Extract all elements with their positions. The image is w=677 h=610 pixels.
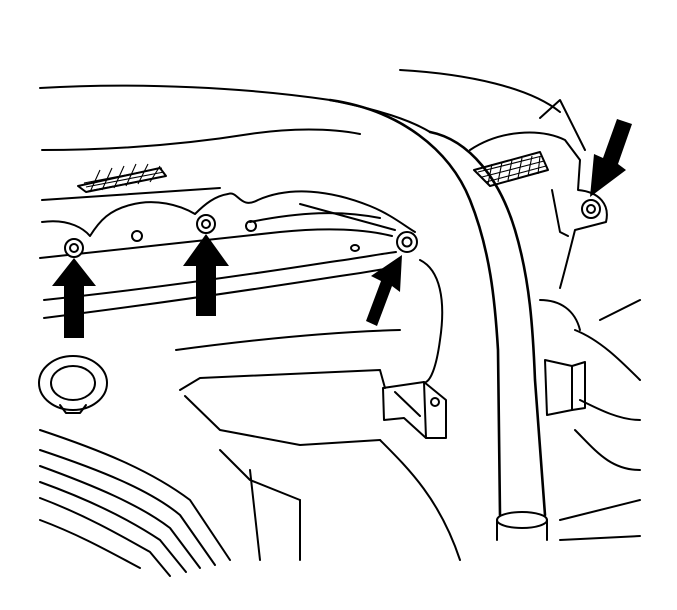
vent-mesh-left — [77, 163, 167, 193]
fastener-bolt-4 — [581, 199, 601, 219]
exhaust-pipe — [328, 98, 548, 541]
pipe-hanger-bracket — [382, 259, 447, 439]
callout-arrow-4 — [590, 119, 632, 197]
body-outline — [39, 69, 641, 541]
fastener-bolt-3 — [396, 231, 418, 253]
callout-arrow-2 — [183, 234, 229, 316]
round-plug — [38, 355, 108, 414]
floor-pan — [39, 329, 461, 577]
callout-arrow-3 — [366, 255, 402, 326]
callout-arrow-1 — [52, 258, 96, 338]
heat-shield — [39, 163, 416, 319]
fastener-bolt-1 — [64, 238, 84, 258]
fastener-bolt-2 — [196, 214, 216, 234]
vent-mesh-right — [473, 151, 549, 187]
right-side-structure — [539, 299, 641, 471]
